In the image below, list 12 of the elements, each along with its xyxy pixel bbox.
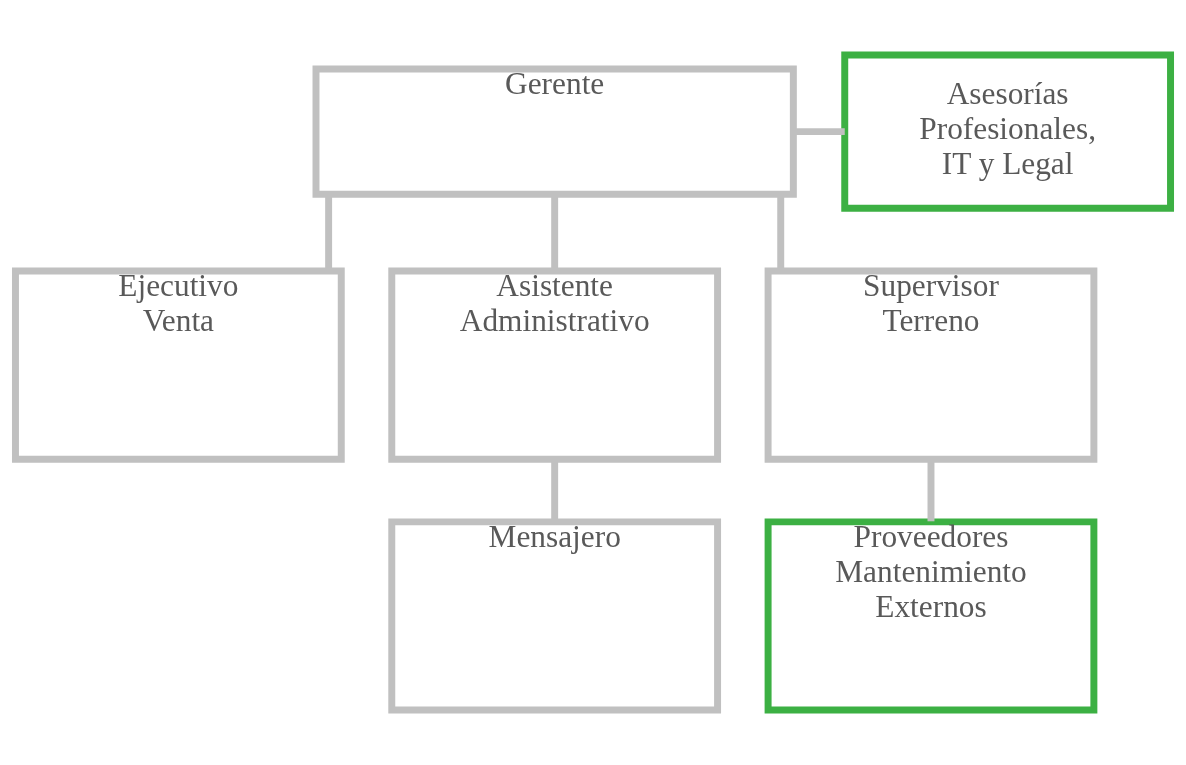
node-box: Mensajero (388, 518, 722, 714)
node-box: Supervisor Terreno (764, 267, 1098, 463)
node-box: Gerente (312, 65, 797, 198)
connector (551, 459, 559, 522)
node-box: Asistente Administrativo (388, 267, 722, 463)
connector (927, 459, 935, 522)
connector (777, 194, 785, 271)
connector (551, 194, 559, 271)
node-box: Proveedores Mantenimiento Externos (764, 518, 1098, 714)
node-box: Asesorías Profesionales, IT y Legal (841, 51, 1175, 212)
node-box: Ejecutivo Venta (11, 267, 345, 463)
connector (325, 194, 333, 271)
